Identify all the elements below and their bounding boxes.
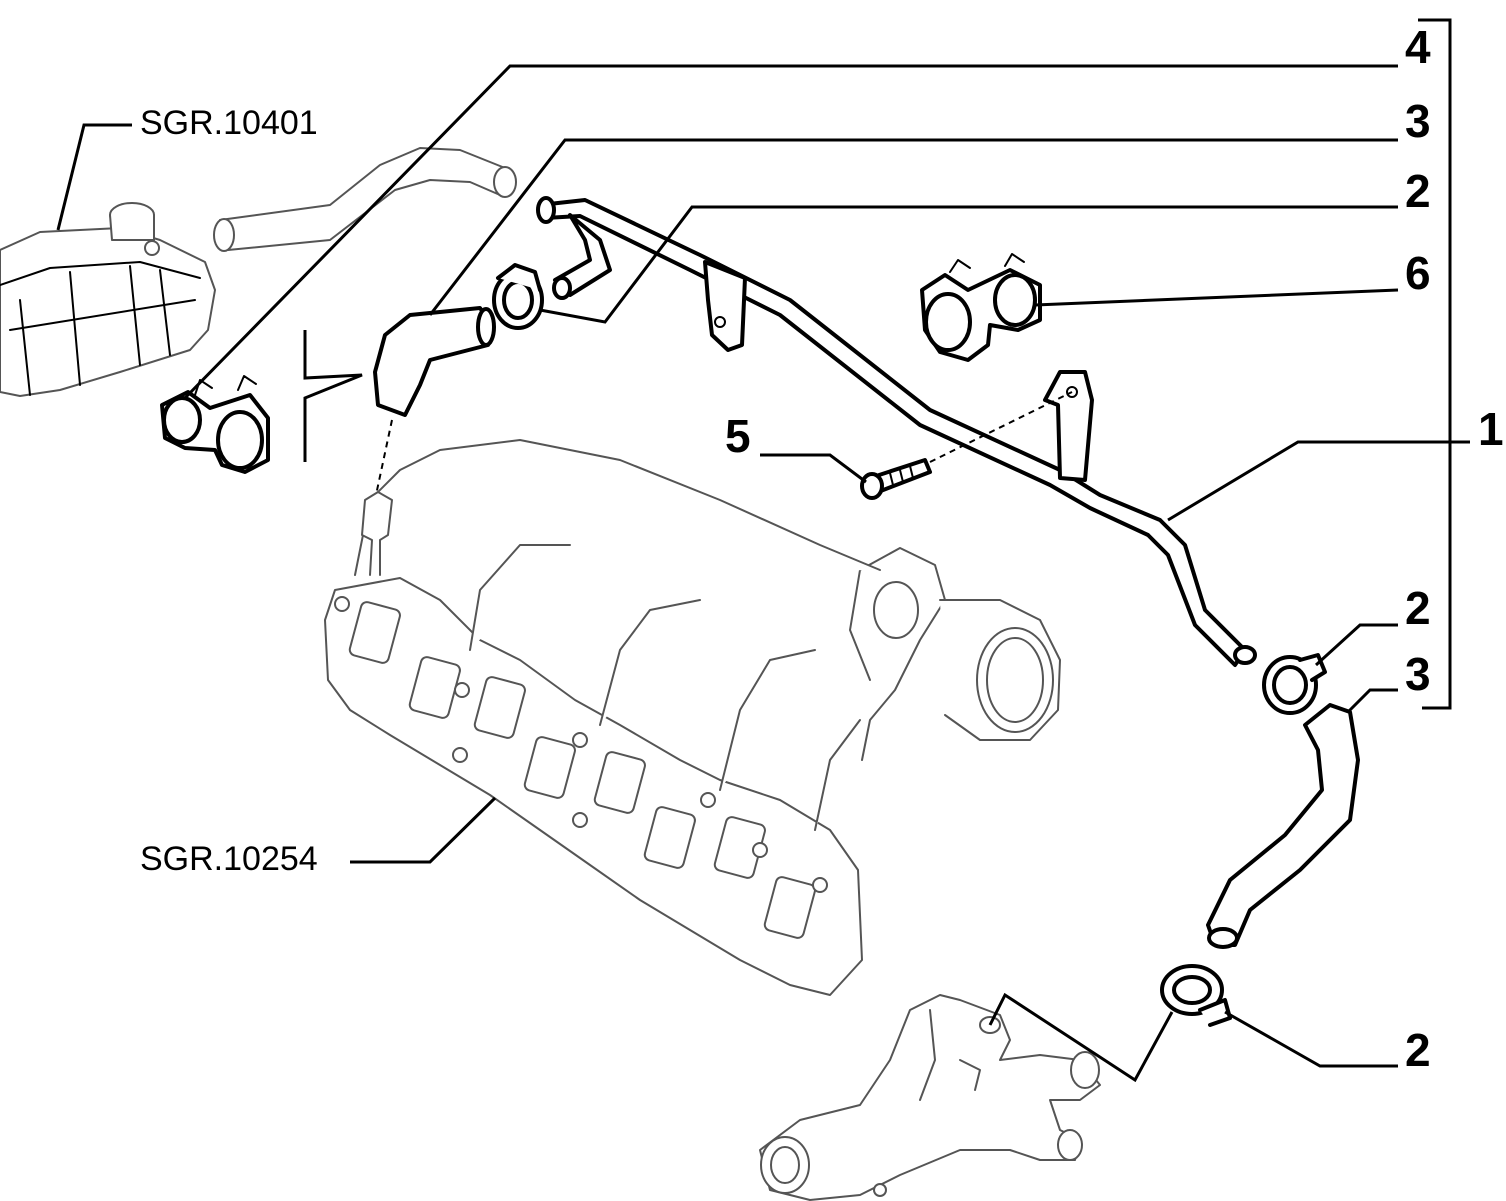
callout-3-top: 3 [1405, 95, 1431, 147]
expansion-reservoir [0, 202, 216, 397]
hose-3-mid [1206, 703, 1360, 949]
clip-6 [920, 253, 1042, 362]
ref-label-manifold: SGR.10254 [140, 840, 318, 878]
callout-4: 4 [1405, 21, 1431, 73]
ref-label-reservoir: SGR.10401 [140, 104, 318, 142]
coolant-pipe [536, 196, 1257, 667]
clamp-2-mid [1262, 653, 1327, 715]
clamp-2-top [492, 263, 544, 330]
intake-manifold [324, 439, 1061, 996]
callout-2-top: 2 [1405, 165, 1431, 217]
hose-3-top [373, 306, 496, 417]
callout-1: 1 [1478, 403, 1504, 455]
clamp-2-bottom [1160, 964, 1232, 1027]
callout-6: 6 [1405, 247, 1431, 299]
callout-2-bottom: 2 [1405, 1024, 1431, 1076]
thermostat-housing [759, 994, 1101, 1201]
hose-axis [375, 419, 393, 496]
leader-lines [56, 18, 1470, 1083]
bolt-5 [860, 458, 932, 500]
callout-5: 5 [725, 410, 751, 462]
reservoir-hose [213, 147, 517, 252]
clip-4 [160, 375, 270, 474]
callout-2-mid: 2 [1405, 582, 1431, 634]
callout-3-mid: 3 [1405, 648, 1431, 700]
bolt-axis [929, 391, 1073, 463]
